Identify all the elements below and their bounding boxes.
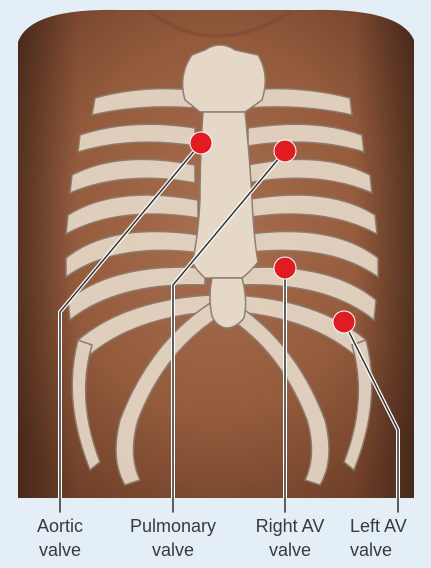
aortic-valve-label: Aortic valve bbox=[15, 514, 105, 562]
left-av-valve-marker bbox=[333, 311, 355, 333]
pulmonary-valve-label-line1: Pulmonary bbox=[108, 514, 238, 538]
right-av-valve-marker bbox=[274, 257, 296, 279]
left-av-valve-label: Left AV valve bbox=[342, 514, 431, 562]
pulmonary-valve-label: Pulmonary valve bbox=[108, 514, 238, 562]
right-av-valve-label-line1: Right AV bbox=[235, 514, 345, 538]
aortic-valve-label-line1: Aortic bbox=[15, 514, 105, 538]
left-av-valve-label-line2: valve bbox=[350, 538, 431, 562]
right-av-valve-label-line2: valve bbox=[235, 538, 345, 562]
left-av-valve-label-line1: Left AV bbox=[350, 514, 431, 538]
right-av-valve-label: Right AV valve bbox=[235, 514, 345, 562]
aortic-valve-label-line2: valve bbox=[15, 538, 105, 562]
pulmonary-valve-label-line2: valve bbox=[108, 538, 238, 562]
pulmonary-valve-marker bbox=[274, 140, 296, 162]
aortic-valve-marker bbox=[190, 132, 212, 154]
